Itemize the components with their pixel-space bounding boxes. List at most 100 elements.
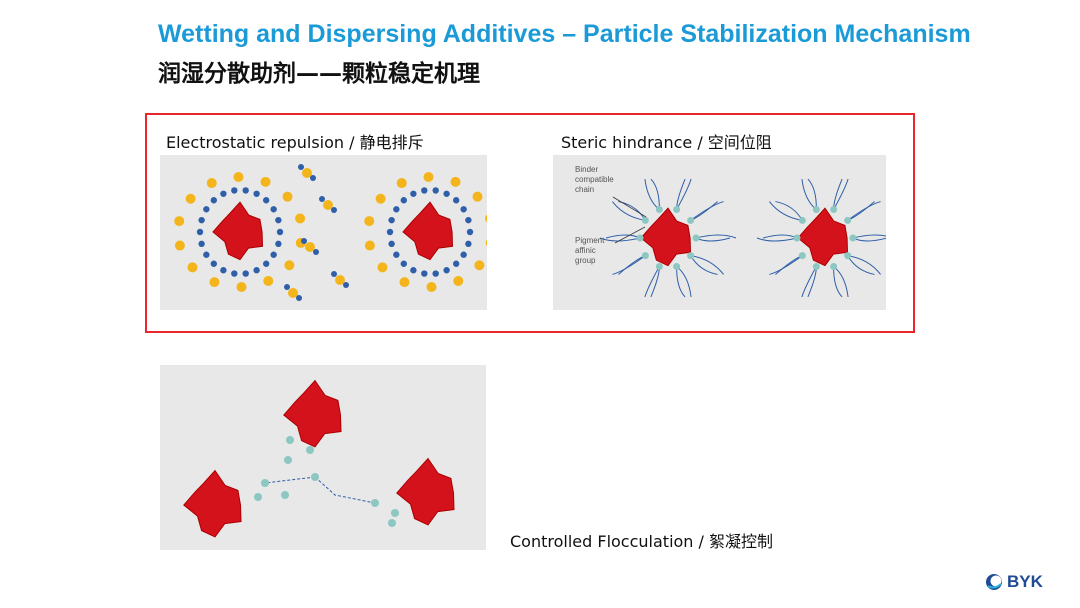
anchor-group-icon <box>371 499 379 507</box>
negative-charge-icon <box>310 175 316 181</box>
negative-charge-icon <box>210 260 218 267</box>
anchor-group-icon <box>261 479 269 487</box>
negative-charge-icon <box>301 238 307 244</box>
anchor-group-icon <box>798 216 806 224</box>
polymer-chain <box>801 266 817 298</box>
counter-ion-icon <box>335 275 345 285</box>
anchor-group-icon <box>673 205 681 213</box>
positive-charge-icon <box>450 176 461 187</box>
negative-charge-icon <box>331 207 337 213</box>
flocculation-illustration <box>183 379 455 538</box>
polymer-chain <box>644 178 660 210</box>
negative-charge-icon <box>275 216 282 224</box>
negative-charge-icon <box>410 190 417 197</box>
negative-charge-icon <box>220 267 227 274</box>
polymer-chain <box>695 237 731 242</box>
title-english: Wetting and Dispersing Additives – Parti… <box>158 20 971 48</box>
anchor-group-icon <box>830 205 838 213</box>
polymer-chain <box>644 266 660 298</box>
positive-charge-icon <box>426 281 437 292</box>
flocculation-diagram <box>160 365 486 550</box>
polymer-chain <box>852 234 886 239</box>
negative-charge-icon <box>331 271 337 277</box>
anchor-group-icon <box>692 234 700 242</box>
positive-charge-icon <box>485 239 487 247</box>
negative-charge-icon <box>400 197 408 204</box>
annotation-arrow <box>614 226 646 244</box>
positive-charge-icon <box>236 281 247 292</box>
negative-charge-icon <box>203 206 210 213</box>
negative-charge-icon <box>388 240 395 248</box>
electrostatic-diagram <box>160 155 487 310</box>
positive-charge-icon <box>472 191 483 202</box>
negative-charge-icon <box>262 260 270 267</box>
anchor-group-icon <box>391 509 399 517</box>
negative-charge-icon <box>386 228 394 236</box>
polymer-chain <box>676 178 692 210</box>
polymer-chain <box>833 266 849 298</box>
anchor-group-icon <box>673 263 681 271</box>
polymer-chain <box>807 266 817 298</box>
negative-charge-icon <box>284 284 290 290</box>
negative-charge-icon <box>400 260 408 267</box>
negative-charge-icon <box>231 187 238 194</box>
positive-charge-icon <box>364 240 375 251</box>
counter-ion-icon <box>323 200 333 210</box>
negative-charge-icon <box>393 206 400 213</box>
positive-charge-icon <box>187 262 198 273</box>
anchor-group-icon <box>311 473 319 481</box>
anchor-group-icon <box>641 216 649 224</box>
negative-charge-icon <box>465 240 472 248</box>
flocculation-label: Controlled Flocculation / 絮凝控制 <box>510 532 774 551</box>
negative-charge-icon <box>198 240 205 248</box>
anchor-group-icon <box>284 456 292 464</box>
positive-charge-icon <box>453 275 464 286</box>
polymer-chain <box>599 237 641 242</box>
negative-charge-icon <box>276 228 284 236</box>
counter-ion-icon <box>305 242 315 252</box>
polymer-chain <box>690 201 724 221</box>
pigment-particle <box>212 201 264 261</box>
negative-charge-icon <box>220 190 227 197</box>
steric-diagram: Binder compatible chain Pigment affinic … <box>553 155 886 310</box>
positive-charge-icon <box>174 216 185 227</box>
anchor-group-icon <box>254 493 262 501</box>
negative-charge-icon <box>270 206 277 213</box>
anchor-group-icon <box>687 216 695 224</box>
negative-charge-icon <box>410 267 417 274</box>
counter-ion-icon <box>302 168 312 178</box>
negative-charge-icon <box>262 197 270 204</box>
positive-charge-icon <box>364 216 375 227</box>
polymer-chain <box>695 234 737 239</box>
negative-charge-icon <box>231 270 238 277</box>
negative-charge-icon <box>421 270 428 277</box>
anchor-group-icon <box>286 436 294 444</box>
polymer-chain <box>801 178 817 210</box>
steric-illustration <box>599 178 886 298</box>
positive-charge-icon <box>399 277 410 288</box>
negative-charge-icon <box>432 187 439 194</box>
anchor-group-icon <box>830 263 838 271</box>
positive-charge-icon <box>185 193 196 204</box>
anchor-group-icon <box>844 252 852 260</box>
negative-charge-icon <box>343 282 349 288</box>
polymer-chain <box>847 201 881 221</box>
positive-charge-icon <box>396 178 407 189</box>
annotation-pigment-group: Pigment affinic group <box>575 236 605 265</box>
negative-charge-icon <box>203 251 210 258</box>
polymer-chain <box>676 178 686 210</box>
electrostatic-label: Electrostatic repulsion / 静电排斥 <box>166 133 424 152</box>
negative-charge-icon <box>196 228 204 236</box>
negative-charge-icon <box>393 251 400 258</box>
negative-charge-icon <box>198 216 205 224</box>
negative-charge-icon <box>296 295 302 301</box>
positive-charge-icon <box>423 172 434 183</box>
negative-charge-icon <box>298 164 304 170</box>
anchor-group-icon <box>687 252 695 260</box>
positive-charge-icon <box>284 260 295 271</box>
negative-charge-icon <box>253 267 260 274</box>
negative-charge-icon <box>242 187 249 194</box>
negative-charge-icon <box>460 206 467 213</box>
negative-charge-icon <box>466 228 474 236</box>
